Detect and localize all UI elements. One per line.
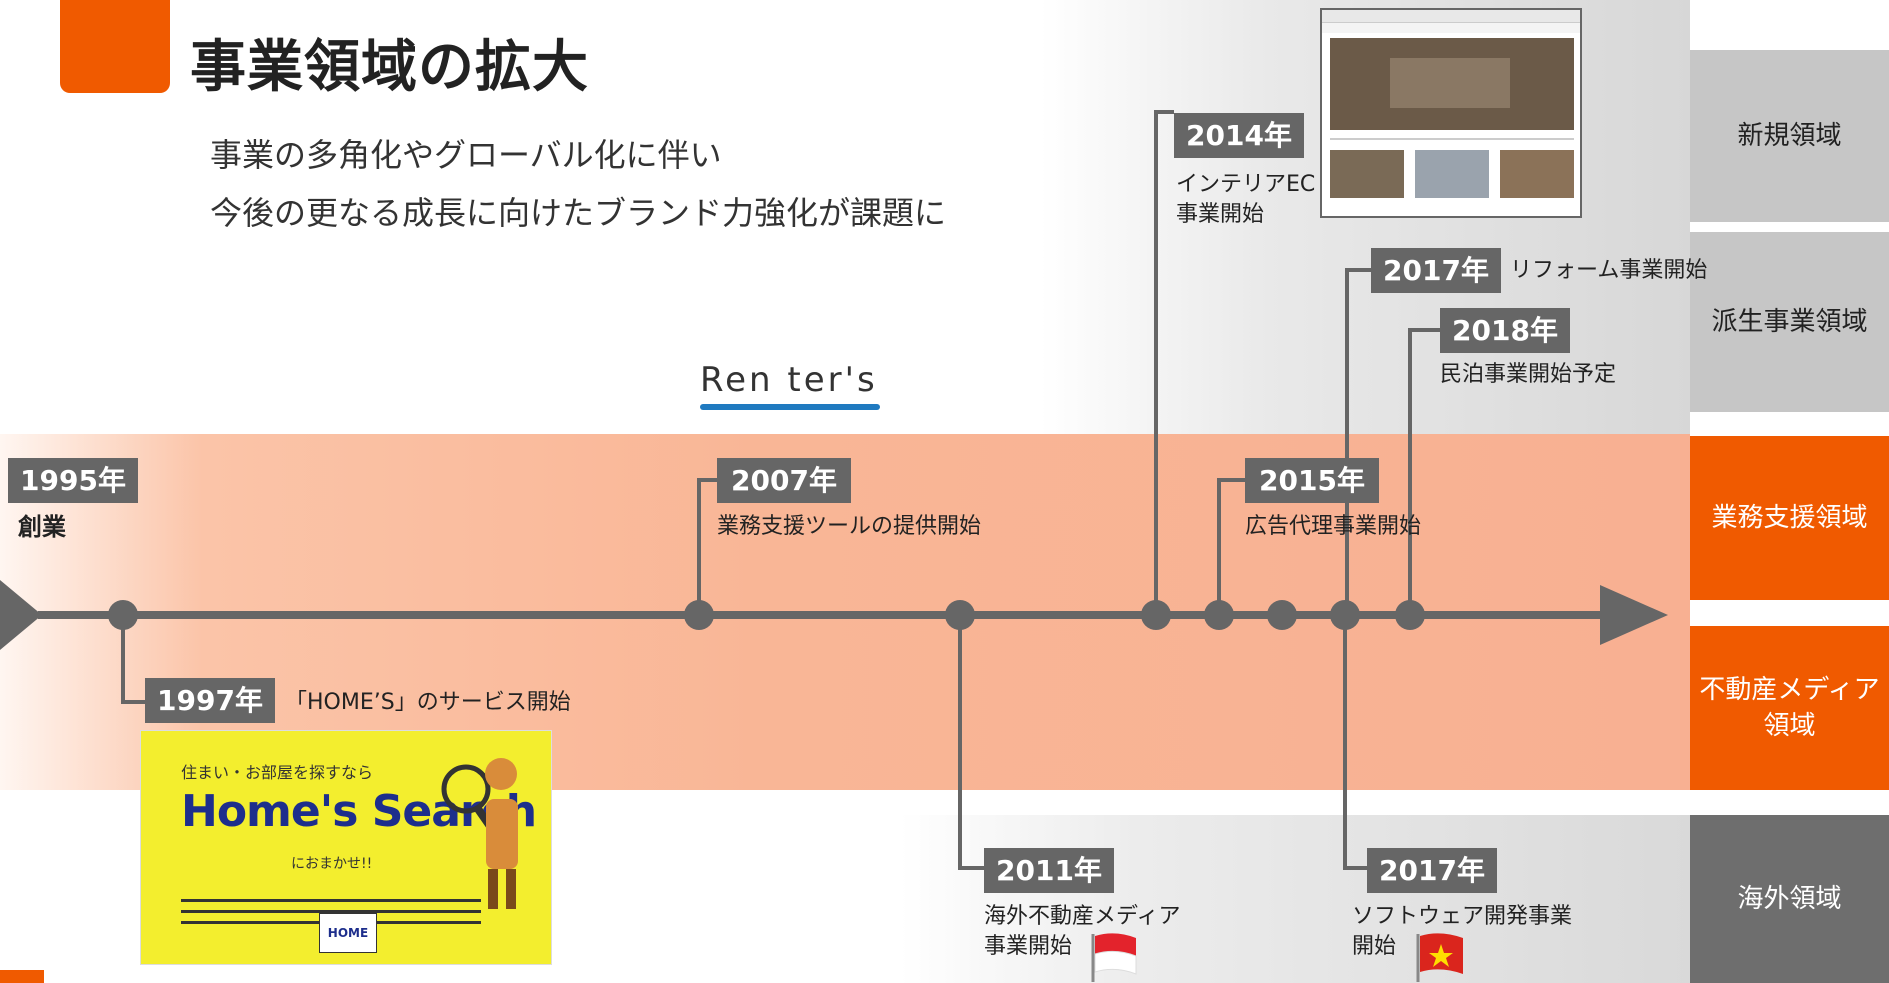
timeline-dot-2015 [1204,600,1234,630]
connector-2011 [958,614,962,870]
ec-thumb-1 [1330,150,1404,198]
category-new: 新規領域 [1690,50,1889,222]
homes-tagline: 住まい・お部屋を探すなら [181,763,374,782]
connector-2014 [1154,112,1158,614]
year-badge-2007: 2007年 [717,458,851,503]
event-2018: 民泊事業開始予定 [1440,362,1617,387]
year-badge-2018: 2018年 [1440,308,1570,353]
timeline-dot-2014 [1141,600,1171,630]
timeline-dot-2017 [1330,600,1360,630]
event-2017-reform: リフォーム事業開始 [1510,258,1708,283]
timeline-dot-2016 [1267,600,1297,630]
renters-underline [700,404,880,410]
footer-logo-fragment [0,970,44,983]
indonesia-flag-icon [1091,933,1137,982]
ec-hero-image [1330,38,1574,130]
vietnam-flag-icon [1416,933,1463,982]
timeline-dot-2007 [684,600,714,630]
connector-2017-software [1343,614,1347,870]
connector-2018-h [1408,328,1440,332]
category-overseas: 海外領域 [1690,815,1889,983]
event-1995: 創業 [18,513,66,541]
category-business-support: 業務支援領域 [1690,436,1889,600]
overseas-area-band [900,815,1690,983]
event-2007: 業務支援ツールの提供開始 [717,514,982,539]
event-2017-software: ソフトウェア開発事業 開始 [1352,904,1573,959]
year-badge-2015: 2015年 [1245,458,1379,503]
category-derived: 派生事業領域 [1690,232,1889,412]
year-badge-1997: 1997年 [145,678,275,723]
connector-2017-reform [1345,270,1349,614]
connector-2015-h [1217,478,1245,482]
year-badge-2014: 2014年 [1174,113,1304,158]
ec-thumb-3 [1500,150,1574,198]
category-real-estate-media: 不動産メディア 領域 [1690,626,1889,790]
event-1997: 「HOME’S」のサービス開始 [285,690,571,715]
title-accent-block [60,0,170,93]
connector-2017-software-h [1343,866,1367,870]
homes-search-card: 住まい・お部屋を探すなら Home's Search におまかせ!! HOME [140,730,552,965]
subtitle-line-2: 今後の更なる成長に向けたブランド力強化が課題に [210,194,947,232]
event-2015: 広告代理事業開始 [1245,514,1422,539]
subtitle-line-1: 事業の多角化やグローバル化に伴い [210,136,722,174]
event-2014: インテリアEC 事業開始 [1176,172,1316,227]
ec-thumb-2 [1415,150,1489,198]
connector-2011-h [958,866,984,870]
timeline-arrow [0,580,1668,650]
page-title: 事業領域の拡大 [190,35,589,100]
connector-1997-h [121,700,145,704]
connector-2017-reform-h [1345,268,1371,272]
timeline-dot-2018 [1395,600,1425,630]
renters-logo: Ren ter's [700,350,890,430]
connector-2007 [697,480,701,614]
year-badge-2011: 2011年 [984,848,1114,893]
timeline-dot-2011 [945,600,975,630]
year-badge-1995: 1995年 [8,458,138,503]
connector-2014-h [1154,110,1174,114]
renters-logo-text: Ren ter's [700,360,878,400]
interior-ec-screenshot [1320,8,1582,218]
connector-1997 [121,614,125,704]
timeline-dot-1997 [108,600,138,630]
detective-icon [441,758,518,909]
year-badge-2017-reform: 2017年 [1371,248,1501,293]
connector-2018 [1408,330,1412,614]
homes-sub: におまかせ!! [291,856,373,872]
connector-2007-h [697,478,717,482]
event-2011: 海外不動産メディア 事業開始 [984,904,1181,959]
connector-2015 [1217,480,1221,614]
year-badge-2017-software: 2017年 [1367,848,1497,893]
homes-mark: HOME [319,913,377,953]
